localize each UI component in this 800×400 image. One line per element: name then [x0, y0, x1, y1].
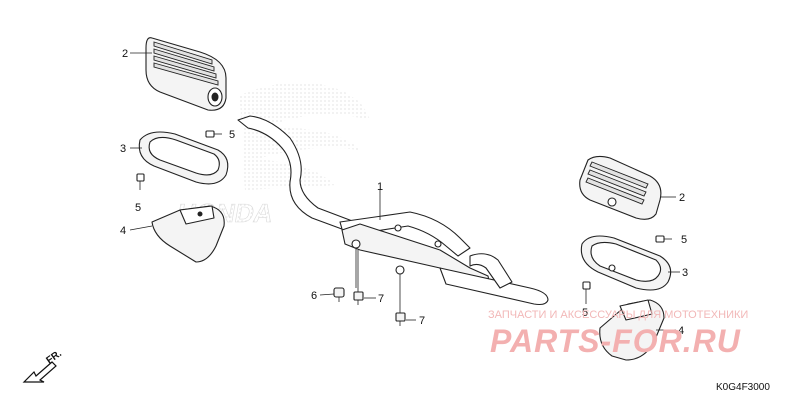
callout-1: 1 — [377, 181, 383, 193]
footpeg-rubber-right — [579, 155, 662, 220]
protector-cover-right — [599, 299, 665, 361]
front-arrow-icon — [22, 361, 57, 383]
footpeg-rubber-right-ribs — [585, 161, 649, 205]
protector-cover-left — [151, 205, 225, 263]
bolt-7-a — [353, 291, 364, 305]
callout-6: 6 — [311, 290, 317, 302]
callout-5-left-bottom: 5 — [135, 202, 141, 214]
watermark-tagline: ЗАПЧАСТИ И АКСЕССУАРЫ ДЛЯ МОТОТЕХНИКИ — [488, 309, 748, 321]
bolt-6 — [333, 287, 345, 302]
callout-5-left-top: 5 — [229, 129, 235, 141]
callout-numbers: 2 5 3 5 4 1 6 7 7 2 5 3 5 4 — [120, 48, 688, 337]
footpeg-ring-left — [138, 131, 229, 185]
callout-7-a: 7 — [378, 293, 384, 305]
leader-lines — [129, 52, 680, 331]
bolt-left-top — [205, 130, 222, 138]
step-frame — [237, 115, 549, 306]
front-label: FR. — [44, 348, 64, 366]
bolt-left-bottom — [136, 173, 145, 190]
callout-3-left: 3 — [120, 143, 126, 155]
footpeg-rubber-left-ribs — [153, 41, 219, 86]
footpeg-ring-right — [580, 235, 672, 291]
bolt-7-b — [395, 312, 406, 326]
callout-2-right: 2 — [679, 192, 685, 204]
callout-3-right: 3 — [682, 267, 688, 279]
diagram-code: K0G4F3000 — [716, 382, 770, 393]
assembly-lines — [355, 248, 401, 313]
footpeg-rubber-left — [145, 37, 227, 111]
bolt-right-bottom — [582, 281, 591, 304]
callout-7-b: 7 — [419, 315, 425, 327]
front-direction-marker: FR. — [22, 348, 64, 383]
callout-5-right-top: 5 — [681, 234, 687, 246]
callout-4-right: 4 — [678, 325, 684, 337]
watermark-logo: PARTS-FOR.RU — [490, 323, 741, 359]
callout-4-left: 4 — [120, 225, 126, 237]
callout-5-right-bottom: 5 — [582, 307, 588, 319]
bolt-right-top — [655, 235, 672, 243]
watermark: ЗАПЧАСТИ И АКСЕССУАРЫ ДЛЯ МОТОТЕХНИКИ PA… — [488, 309, 748, 359]
callout-2-left: 2 — [122, 48, 128, 60]
